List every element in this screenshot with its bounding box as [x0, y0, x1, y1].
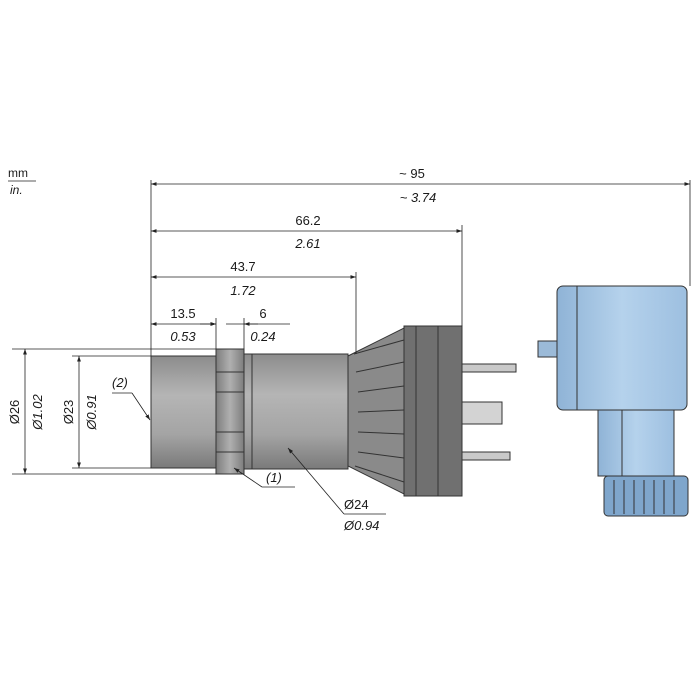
dim-body-length-mm: 43.7 — [230, 259, 255, 274]
unit-mm: mm — [8, 166, 28, 180]
dim-overall-length-in: ~ 3.74 — [400, 190, 437, 205]
dim-length-to-connector: 66.2 2.61 — [151, 213, 462, 251]
dim-hex-diameter-mm: Ø26 — [7, 400, 22, 425]
dim-hex-width: 6 0.24 — [200, 306, 290, 344]
dim-body-diameter-in: Ø0.94 — [343, 518, 379, 533]
plug-neck — [597, 409, 675, 477]
cable-gland — [603, 475, 689, 517]
callout-2-label: (2) — [112, 375, 128, 390]
din-plug-connector — [537, 285, 689, 517]
callout-2: (2) — [112, 375, 151, 421]
dim-hex-width-in: 0.24 — [250, 329, 275, 344]
dim-thread-diameter-in: Ø0.91 — [84, 394, 99, 430]
hex-nut — [215, 348, 245, 475]
dim-thread-length-mm: 13.5 — [170, 306, 195, 321]
dim-thread-diameter-mm: Ø23 — [61, 400, 76, 425]
main-cylinder — [243, 353, 349, 470]
dim-thread-diameter: Ø23 Ø0.91 — [61, 356, 99, 468]
connector-flange — [403, 325, 463, 497]
dim-thread-length: 13.5 0.53 — [151, 306, 216, 344]
callout-1: (1) — [233, 467, 295, 488]
connector-pins — [461, 363, 517, 461]
dim-overall-length-mm: ~ 95 — [399, 166, 425, 181]
dim-hex-diameter-in: Ø1.02 — [30, 394, 45, 431]
dim-hex-diameter: Ø26 Ø1.02 — [7, 349, 45, 474]
connector-fins — [347, 327, 405, 495]
extension-lines — [12, 180, 691, 475]
dim-overall-length: ~ 95 ~ 3.74 — [151, 166, 690, 205]
dim-length-to-connector-mm: 66.2 — [295, 213, 320, 228]
dim-body-diameter-mm: Ø24 — [344, 497, 369, 512]
units-legend: mm in. — [8, 166, 36, 197]
unit-in: in. — [10, 183, 23, 197]
dim-thread-length-in: 0.53 — [170, 329, 196, 344]
dim-body-length-in: 1.72 — [230, 283, 256, 298]
dim-hex-width-mm: 6 — [259, 306, 266, 321]
dim-length-to-connector-in: 2.61 — [294, 236, 320, 251]
sensor-body — [150, 325, 517, 497]
threaded-port — [150, 355, 218, 469]
callout-1-label: (1) — [266, 470, 282, 485]
dim-body-length: 43.7 1.72 — [151, 259, 356, 298]
dim-body-diameter: Ø24 Ø0.94 — [287, 447, 386, 533]
